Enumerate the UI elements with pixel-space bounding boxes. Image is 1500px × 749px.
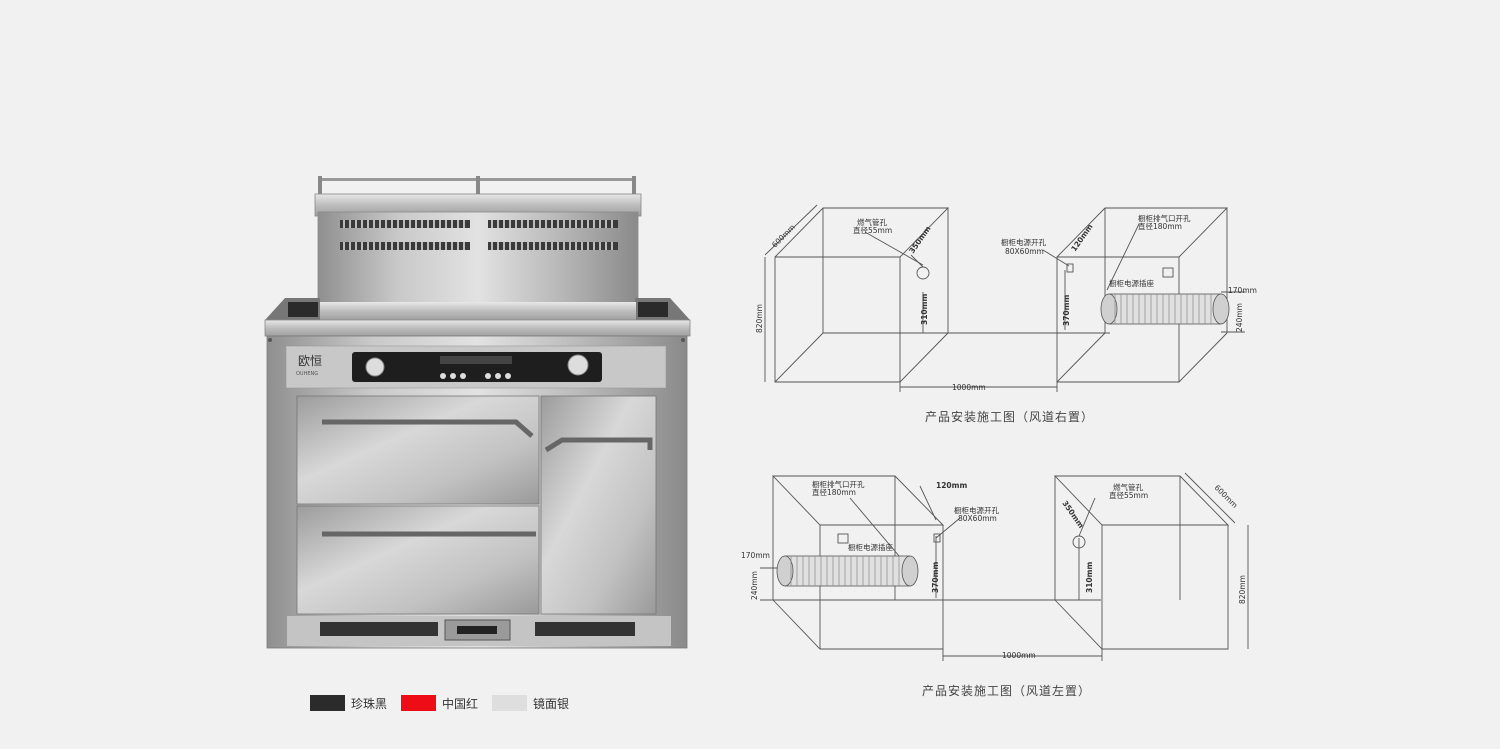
label-dim-370: 370mm [931, 562, 940, 593]
label-dim-820: 820mm [755, 304, 764, 333]
label-dim-370: 370mm [1062, 295, 1071, 326]
color-option-silver[interactable]: 镜面银 [492, 695, 569, 712]
control-panel [352, 352, 602, 382]
color-option-black[interactable]: 珍珠黑 [310, 695, 387, 712]
left-knob[interactable] [365, 357, 385, 377]
bottom-vents [320, 622, 635, 636]
label-dim-120: 120mm [936, 481, 967, 490]
label-dim-600: 600mm [770, 223, 797, 250]
color-option-red[interactable]: 中国红 [401, 695, 478, 712]
label-power-hole: 橱柜电源开孔 [1001, 237, 1046, 247]
brand-logo-sub: OUHENG [296, 371, 318, 377]
label-dim-240: 240mm [1235, 303, 1244, 332]
label-dim-1000: 1000mm [952, 383, 986, 392]
label-dim-1000: 1000mm [1002, 651, 1036, 660]
label-exhaust-hole: 橱柜排气口开孔 [812, 479, 865, 489]
control-buttons[interactable] [440, 373, 511, 379]
upper-drawer[interactable] [296, 395, 540, 505]
install-diagram-right: 燃气管孔 直径55mm 350mm 310mm 600mm 820mm 1000… [755, 204, 1257, 392]
label-dim-350: 350mm [907, 224, 932, 255]
swatch-label: 镜面银 [533, 696, 570, 711]
label-dim-310: 310mm [1085, 562, 1094, 593]
label-dim-240: 240mm [750, 571, 759, 600]
label-socket: 橱柜电源插座 [848, 542, 893, 552]
label-gas-pipe: 燃气管孔 [1113, 482, 1143, 492]
swatch-chip [492, 695, 528, 711]
label-dim-600: 600mm [1213, 483, 1240, 510]
brand-logo-text: 欧恒 [298, 354, 322, 368]
install-diagram-left: 橱柜排气口开孔 直径180mm 120mm 橱柜电源开孔 80X60mm 橱柜电… [741, 472, 1249, 661]
exhaust-duct [1100, 293, 1230, 325]
label-gas-pipe: 燃气管孔 [857, 217, 887, 227]
display-screen [440, 356, 512, 364]
lower-drawer[interactable] [296, 505, 540, 615]
label-dim-310: 310mm [920, 294, 929, 325]
swatch-label: 中国红 [442, 696, 479, 711]
swatch-chip [401, 695, 437, 711]
label-power-size: 80X60mm [958, 514, 997, 523]
label-exhaust-diameter: 直径180mm [1138, 221, 1182, 231]
label-dim-120: 120mm [1069, 222, 1094, 253]
color-options: 珍珠黑 中国红 镜面银 [310, 694, 583, 712]
product-image: 欧恒 OUHENG [264, 176, 691, 649]
label-power-size: 80X60mm [1005, 247, 1044, 256]
label-dim-820: 820mm [1238, 575, 1247, 604]
caption-right-diagram: 产品安装施工图（风道右置） [925, 410, 1095, 424]
label-dim-170: 170mm [1228, 286, 1257, 295]
label-gas-diameter: 直径55mm [1109, 490, 1148, 500]
right-knob[interactable] [567, 354, 589, 376]
swatch-label: 珍珠黑 [351, 696, 388, 711]
label-socket: 橱柜电源插座 [1109, 278, 1154, 288]
label-power-hole: 橱柜电源开孔 [954, 505, 999, 515]
exhaust-duct [776, 555, 919, 587]
label-gas-diameter: 直径55mm [853, 225, 892, 235]
swatch-chip [310, 695, 345, 711]
caption-left-diagram: 产品安装施工图（风道左置） [922, 684, 1092, 698]
label-exhaust-diameter: 直径180mm [812, 487, 856, 497]
label-dim-170: 170mm [741, 551, 770, 560]
label-exhaust-hole: 橱柜排气口开孔 [1138, 213, 1191, 223]
side-door[interactable] [540, 395, 657, 615]
